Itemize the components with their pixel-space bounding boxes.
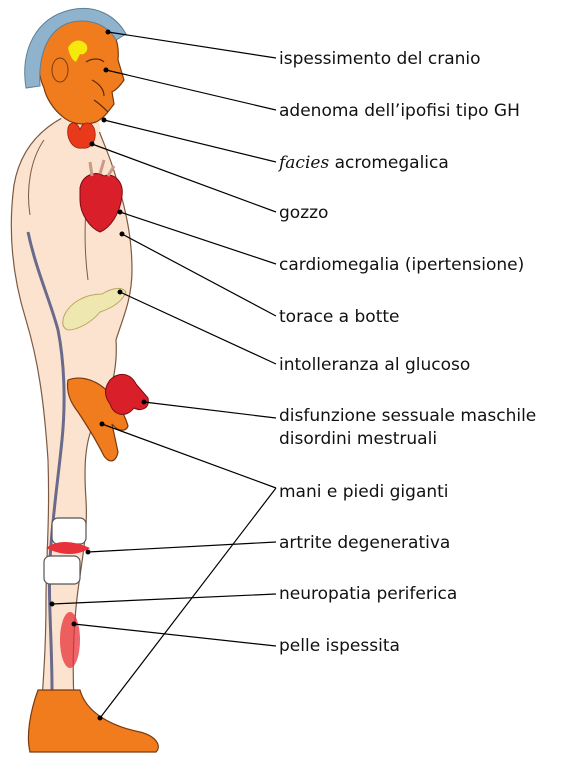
leader-line xyxy=(120,212,276,264)
leader-dot xyxy=(142,400,147,405)
label-giant-hands-feet: mani e piedi giganti xyxy=(279,482,449,502)
leader-line xyxy=(108,32,276,58)
leader-dot xyxy=(118,290,123,295)
skin-lesion-icon xyxy=(60,612,80,668)
leader-dot xyxy=(50,602,55,607)
leader-line xyxy=(52,594,276,604)
foot xyxy=(28,690,158,752)
leader-dot xyxy=(118,210,123,215)
genital-icon xyxy=(106,374,149,414)
label-peripheral-neuropathy: neuropatia periferica xyxy=(279,584,457,604)
leader-dot xyxy=(102,118,107,123)
label-goiter: gozzo xyxy=(279,203,328,223)
label-cardiomegaly: cardiomegalia (ipertensione) xyxy=(279,255,524,275)
leader-line xyxy=(104,120,276,162)
leader-line xyxy=(102,424,276,488)
label-pituitary-adenoma: adenoma dell’ipofisi tipo GH xyxy=(279,101,520,121)
label-facies-rest: acromegalica xyxy=(329,153,449,173)
leader-dot xyxy=(100,422,105,427)
leader-dot xyxy=(72,622,77,627)
leader-line xyxy=(88,542,276,552)
human-figure xyxy=(11,8,158,752)
label-skull-thickening: ispessimento del cranio xyxy=(279,49,481,69)
label-acromegalic-facies: facies acromegalica xyxy=(277,153,449,173)
label-facies-italic: facies xyxy=(277,153,329,173)
label-sexual-dysfunction: disfunzione sessuale maschile xyxy=(279,406,536,426)
leader-dot xyxy=(104,68,109,73)
label-thickened-skin: pelle ispessita xyxy=(279,636,400,656)
leader-dot xyxy=(90,142,95,147)
leader-line xyxy=(144,402,276,418)
leader-line xyxy=(100,488,276,718)
leader-line xyxy=(106,70,276,110)
leader-dot xyxy=(120,232,125,237)
leader-dot xyxy=(106,30,111,35)
label-menstrual-disorders: disordini mestruali xyxy=(279,429,437,449)
leader-line xyxy=(74,624,276,646)
leader-line xyxy=(120,292,276,364)
label-barrel-chest: torace a botte xyxy=(279,307,400,327)
label-glucose-intolerance: intolleranza al glucoso xyxy=(279,355,470,375)
label-list: ispessimento del cranio adenoma dell’ipo… xyxy=(277,49,536,656)
leader-dot xyxy=(86,550,91,555)
label-degenerative-arthritis: artrite degenerativa xyxy=(279,533,450,553)
leader-dot xyxy=(98,716,103,721)
ear xyxy=(52,58,68,82)
